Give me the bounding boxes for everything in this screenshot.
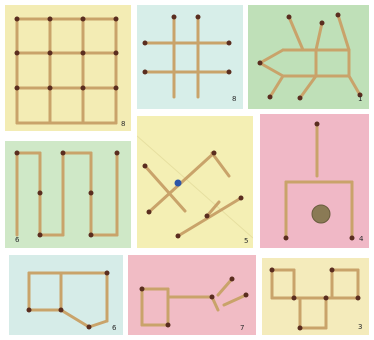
matchstick-figure bbox=[248, 5, 369, 109]
puzzle-number: 1 bbox=[358, 96, 362, 103]
matchstick-figure bbox=[260, 114, 369, 248]
puzzle-tile-1: 8 bbox=[5, 5, 131, 131]
puzzle-tile-3: 1 bbox=[248, 5, 369, 109]
puzzle-number: 8 bbox=[121, 121, 125, 128]
matchstick-figure bbox=[262, 258, 369, 335]
matchstick-figure bbox=[9, 255, 123, 335]
matchstick-figure bbox=[137, 5, 243, 109]
matchstick-figure bbox=[5, 141, 131, 248]
puzzle-number: 6 bbox=[15, 237, 19, 244]
matchstick-figure bbox=[128, 255, 256, 335]
puzzle-number: 3 bbox=[358, 324, 362, 331]
puzzle-tile-4: 6 bbox=[5, 141, 131, 248]
matchstick-figure bbox=[137, 116, 253, 248]
puzzle-tile-6: 4 bbox=[260, 114, 369, 248]
puzzle-number: 7 bbox=[240, 325, 244, 332]
puzzle-number: 5 bbox=[244, 238, 248, 245]
puzzle-number: 6 bbox=[112, 325, 116, 332]
puzzle-tile-5: 5 bbox=[137, 116, 253, 248]
puzzle-tile-2: 8 bbox=[137, 5, 243, 109]
puzzle-number: 8 bbox=[232, 96, 236, 103]
puzzle-number: 4 bbox=[359, 236, 363, 243]
puzzle-tile-9: 3 bbox=[262, 258, 369, 335]
puzzle-tile-8: 7 bbox=[128, 255, 256, 335]
puzzle-tile-7: 6 bbox=[9, 255, 123, 335]
matchstick-figure bbox=[5, 5, 131, 131]
